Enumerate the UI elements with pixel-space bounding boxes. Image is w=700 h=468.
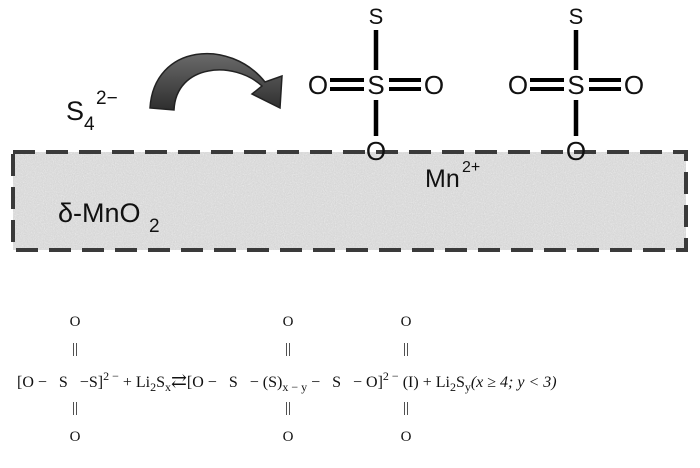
li2sy-sub: y — [465, 380, 471, 394]
below-bond-3: || — [403, 400, 409, 416]
product-charge: 2 − — [383, 369, 399, 383]
atom-bottom-o: O — [366, 136, 386, 166]
li2sy-s: S — [456, 374, 465, 391]
manganese-ion-label: Mn 2+ — [425, 159, 480, 193]
product-part1: [O − S − (S) — [187, 374, 282, 391]
polysulfide-charge: 2− — [96, 88, 118, 109]
plus-sign: + — [119, 374, 136, 391]
label-plus: (I) + — [399, 374, 436, 391]
reactant-charge: 2 − — [103, 369, 119, 383]
atom-left-o: O — [508, 70, 528, 100]
polysulfide-base: S — [66, 96, 84, 126]
polysulfide-label: S 4 2− — [66, 88, 118, 135]
atom-right-o: O — [624, 70, 644, 100]
atom-bottom-o: O — [566, 136, 586, 166]
atom-right-o: O — [424, 70, 444, 100]
substrate-subscript: 2 — [149, 216, 160, 237]
substrate-label: δ-MnO 2 — [58, 198, 160, 237]
above-o-3: O — [401, 314, 412, 330]
above-bond-1: || — [72, 341, 78, 357]
product-part2: − S − O] — [307, 374, 383, 391]
below-o-1: O — [70, 429, 81, 445]
equation-line: [O − S −S]2 − + Li2Sx⇄[O − S − (S)x − y … — [17, 369, 557, 394]
polysulfide-subscript: 4 — [84, 114, 95, 135]
substrate-dashed-border — [11, 150, 688, 252]
above-bond-3: || — [403, 341, 409, 357]
li2sx-sub: x — [165, 380, 171, 394]
below-o-3: O — [401, 429, 412, 445]
thiosulfate-right: S S O O O — [508, 4, 644, 166]
mno2-substrate — [11, 150, 688, 252]
thiosulfate-left: S S O O O — [308, 4, 444, 166]
li2sx-li: Li — [136, 374, 151, 391]
above-bond-2: || — [285, 341, 291, 357]
li2sx-s: S — [156, 374, 165, 391]
atom-left-o: O — [308, 70, 328, 100]
atom-top-s: S — [369, 4, 384, 29]
atom-top-s: S — [569, 4, 584, 29]
manganese-base: Mn — [425, 165, 460, 193]
below-o-2: O — [283, 429, 294, 445]
substrate-formula: δ-MnO — [58, 198, 141, 228]
condition: (x ≥ 4; y < 3) — [471, 374, 557, 391]
manganese-charge: 2+ — [462, 159, 480, 176]
reactant-bracket: [O − S −S] — [17, 374, 103, 391]
curved-arrow-icon — [149, 52, 283, 111]
product-sub: x − y — [282, 380, 307, 394]
li2sy-li: Li — [436, 374, 451, 391]
atom-center-s: S — [567, 70, 584, 100]
li2sx-two: 2 — [150, 380, 156, 394]
li2sy-two: 2 — [450, 380, 456, 394]
below-bond-2: || — [285, 400, 291, 416]
below-bond-1: || — [72, 400, 78, 416]
above-o-2: O — [283, 314, 294, 330]
above-o-1: O — [70, 314, 81, 330]
atom-center-s: S — [367, 70, 384, 100]
substrate-texture — [13, 152, 686, 250]
reaction-equation: O O O || || || [O − S −S]2 − + Li2Sx⇄[O … — [17, 314, 557, 445]
equilibrium-arrow: ⇄ — [171, 371, 187, 392]
